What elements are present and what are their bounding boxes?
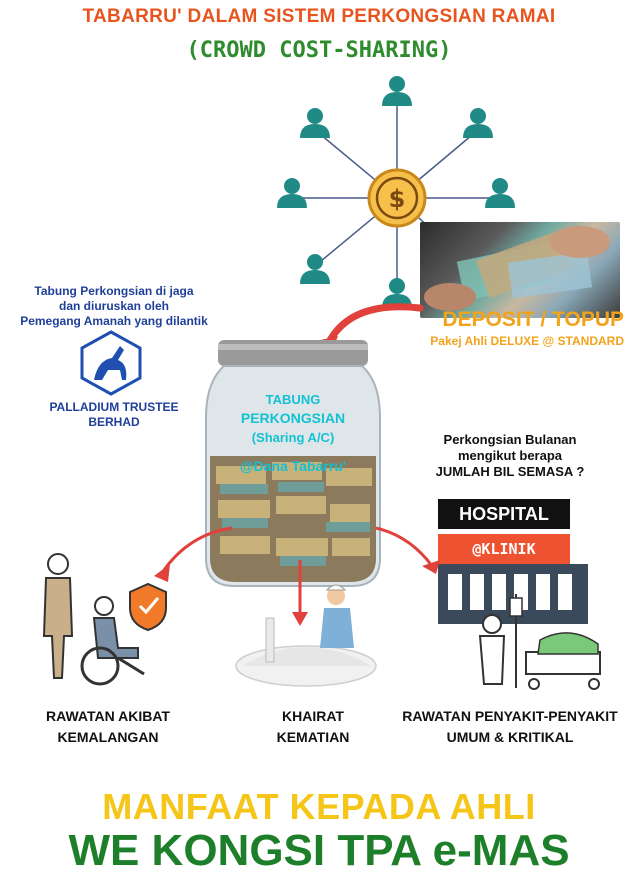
page-subtitle: (CROWD COST-SHARING) [186, 38, 452, 63]
khairat-illustration [235, 584, 377, 687]
person-icon [382, 76, 412, 106]
goat-shield-logo [80, 330, 142, 396]
jar-label: @Dana Tabarru' [239, 458, 347, 474]
person-icon [300, 108, 330, 138]
svg-text:$: $ [389, 185, 406, 213]
dollar-coin-icon: $ [367, 168, 427, 228]
person-icon [485, 178, 515, 208]
trustee-description: Tabung Perkongsian di jaga dan diuruskan… [20, 284, 208, 328]
jar-line1: TABUNG [265, 392, 321, 407]
crowd-network-diagram: $ [277, 76, 515, 308]
deposit-subtitle: Pakej Ahli DELUXE @ STANDARD [430, 334, 624, 348]
benefit-arrows [154, 526, 440, 626]
jar-line2: PERKONGSIAN [240, 410, 346, 426]
page-title: TABARRU' DALAM SISTEM PERKONGSIAN RAMAI [82, 6, 556, 27]
person-icon [463, 108, 493, 138]
deposit-money-photo [420, 222, 620, 318]
deposit-title: DEPOSIT / TOPUP [442, 308, 624, 331]
person-icon [300, 254, 330, 284]
accident-illustration [42, 553, 167, 686]
person-icon [277, 178, 307, 208]
clinic-sign: @KLINIK [438, 534, 570, 564]
tabung-jar [205, 340, 381, 587]
benefit-illness-caption: RAWATAN PENYAKIT-PENYAKIT UMUM & KRITIKA… [402, 708, 618, 745]
trustee-name: PALLADIUM TRUSTEE BERHAD [49, 400, 179, 429]
footer-benefit-title: MANFAAT KEPADA AHLI [102, 786, 536, 827]
monthly-sharing-text: Perkongsian Bulanan mengikut berapa JUML… [435, 432, 585, 479]
benefit-accident-caption: RAWATAN AKIBAT KEMALANGAN [46, 708, 170, 745]
jar-line3: (Sharing A/C) [251, 430, 335, 445]
hospital-sign: HOSPITAL [438, 499, 570, 529]
footer-brand-title: WE KONGSI TPA e-MAS [68, 826, 570, 875]
hospital-building-illustration [438, 564, 601, 690]
benefit-khairat-caption: KHAIRAT KEMATIAN [276, 708, 350, 745]
